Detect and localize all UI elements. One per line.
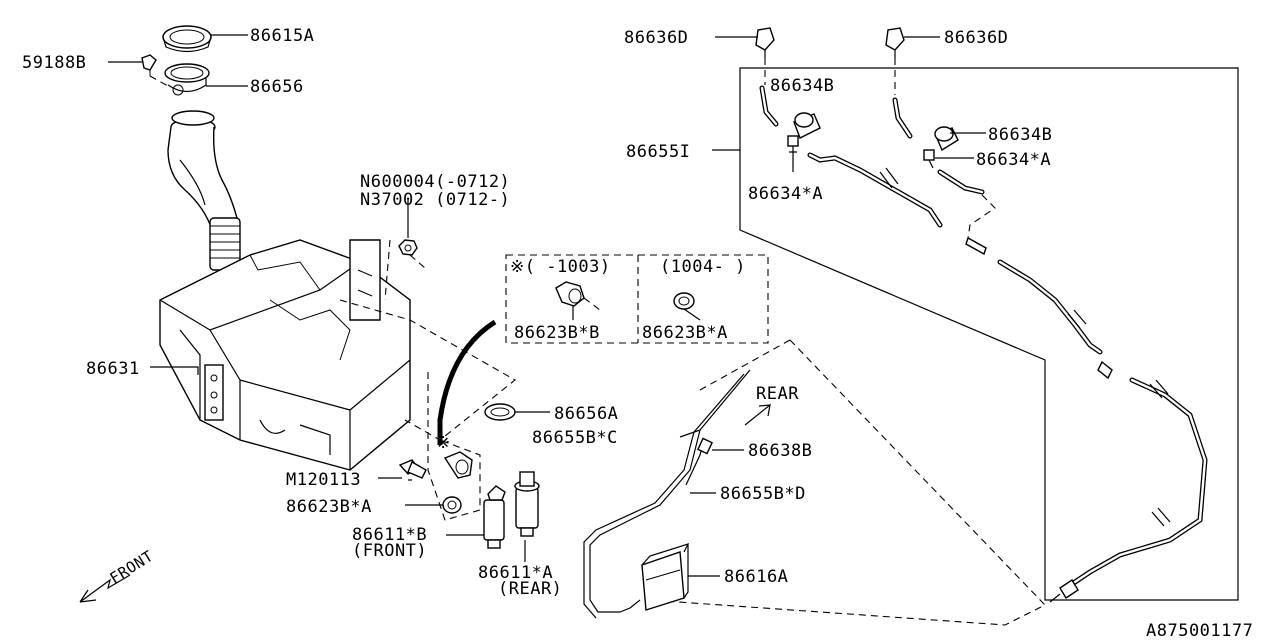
hose-clamp-86656a-drawing: [484, 403, 516, 421]
label-n37002: N37002 (0712-): [360, 190, 510, 210]
nozzle-left-drawing: [755, 27, 775, 58]
label-m120113: M120113: [286, 470, 361, 490]
diagram-id: A875001177: [1146, 621, 1253, 640]
label-86656: 86656: [250, 77, 304, 97]
nut-n600004-drawing: [398, 198, 418, 256]
label-box-left-date: ※( -1003): [510, 257, 611, 277]
tank-hose-curve: [437, 319, 497, 445]
label-86623ba-left: 86623B*A: [286, 497, 372, 517]
main-washer-hose: [807, 152, 1208, 603]
pump-front-drawing: [483, 485, 506, 549]
label-86656a: 86656A: [554, 404, 618, 424]
label-86616a: 86616A: [724, 567, 788, 587]
label-n600004: N600004(-0712): [360, 172, 510, 192]
pump-rear-drawing: [514, 471, 540, 537]
label-86636d-left: 86636D: [624, 28, 688, 48]
connector-86638b-drawing: [697, 437, 713, 455]
cap-86634b-right-drawing: [934, 126, 959, 152]
leader-lines: [108, 34, 986, 577]
label-86634a-right: 86634*A: [976, 150, 1051, 170]
label-86634a-left: 86634*A: [748, 184, 823, 204]
label-86655bc: 86655B*C: [532, 428, 618, 448]
bolt-m120113-drawing: [398, 459, 427, 481]
label-rear-arrow: REAR: [756, 384, 799, 404]
front-direction-arrow: [79, 574, 131, 603]
label-86634b-right: 86634B: [988, 125, 1052, 145]
joint-86634a-right-drawing: [923, 149, 935, 169]
label-86623bb-box: 86623B*B: [514, 323, 600, 343]
label-front-paren: (FRONT): [352, 541, 427, 561]
label-86623ba-box: 86623B*A: [642, 323, 728, 343]
clip-59188b-drawing: [141, 54, 169, 87]
label-86655i: 86655I: [626, 142, 690, 162]
label-86638b: 86638B: [748, 441, 812, 461]
label-86611a: 86611*A: [478, 563, 553, 583]
joint-86634a-left-drawing: [787, 135, 799, 158]
elbow-grommet-drawing: [443, 451, 473, 479]
label-86655bd: 86655B*D: [720, 484, 806, 504]
label-86611b: 86611*B: [352, 525, 427, 545]
grommet-86623ba-drawing: [442, 496, 462, 514]
label-86634b-top: 86634B: [770, 76, 834, 96]
label-ref-mark: ※: [436, 433, 451, 453]
filler-cap-drawing: [162, 25, 212, 53]
check-valve-86616a-drawing: [619, 543, 690, 613]
label-front-arrow: FRONT: [107, 547, 157, 588]
kit-86655i-outline: [739, 67, 1239, 601]
rear-direction-arrow: [744, 403, 771, 426]
filler-neck-drawing: [167, 110, 241, 271]
filler-ring-drawing: [164, 63, 210, 96]
label-86615a: 86615A: [250, 26, 314, 46]
label-box-right-date: (1004- ): [660, 257, 746, 277]
washer-tank-drawing: [159, 239, 411, 471]
label-86631: 86631: [86, 359, 140, 379]
label-86636d-right: 86636D: [944, 28, 1008, 48]
label-59188b: 59188B: [22, 53, 86, 73]
grommet-variant-box: [505, 254, 769, 344]
label-rear-paren: (REAR): [498, 579, 562, 599]
nozzle-right-drawing: [885, 27, 905, 58]
cap-86634b-top-drawing: [793, 112, 821, 139]
